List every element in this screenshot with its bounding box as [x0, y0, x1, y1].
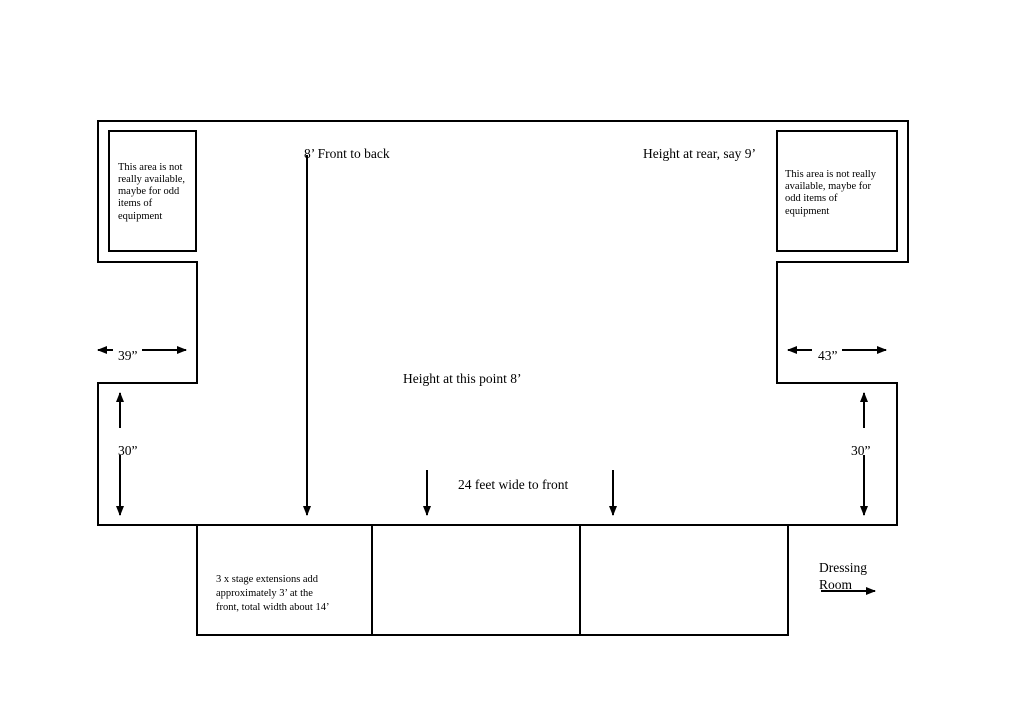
extensions-note: 3 x stage extensions add approximately 3…	[216, 574, 329, 613]
stage-outline	[97, 120, 909, 526]
right-depth-label: 30”	[851, 443, 871, 458]
front-to-back-label: 8’ Front to back	[304, 146, 390, 161]
left-corner-note: This area is not really available, maybe…	[118, 162, 188, 222]
front-width-label: 24 feet wide to front	[458, 477, 568, 492]
left-corner-box	[108, 130, 197, 252]
dressing-room-label: Dressing Room	[819, 560, 870, 592]
right-corner-box	[776, 130, 898, 252]
stage-extension-2	[371, 524, 581, 636]
stage-extension-3	[579, 524, 789, 636]
right-corner-note: This area is not really available, maybe…	[785, 169, 879, 217]
left-width-label: 39”	[118, 348, 138, 363]
right-width-label: 43”	[818, 348, 838, 363]
left-depth-label: 30”	[118, 443, 138, 458]
stage-extension-1	[196, 524, 373, 636]
height-point-label: Height at this point 8’	[403, 371, 522, 386]
height-rear-label: Height at rear, say 9’	[643, 146, 756, 161]
